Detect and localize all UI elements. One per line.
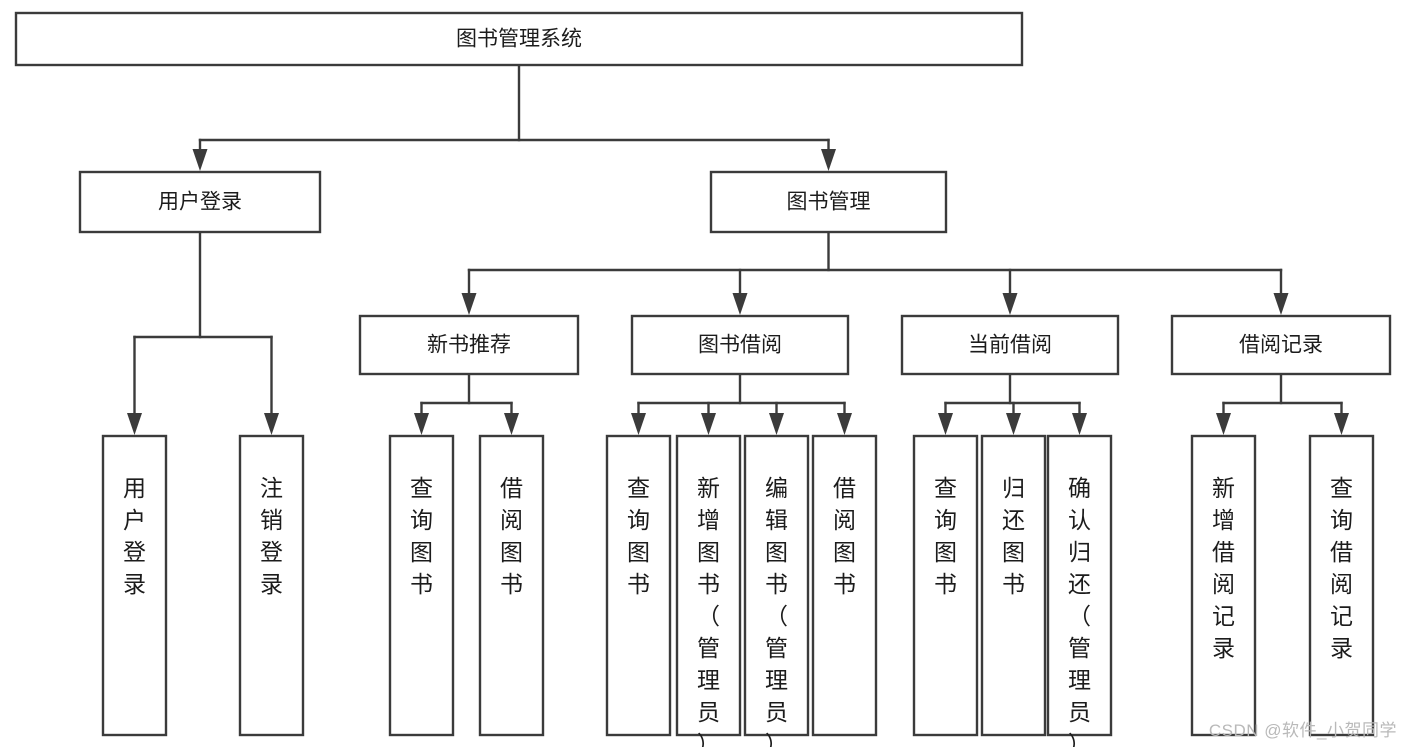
node-label: 归还图书 — [1002, 475, 1025, 597]
csdn-watermark: CSDN @软件_小贺同学 — [1208, 721, 1397, 740]
node-label: 用户登录 — [158, 191, 242, 214]
tree-node[interactable]: 用户登录 — [101, 434, 168, 737]
arrow-head-icon — [504, 413, 519, 435]
node-box[interactable] — [630, 314, 850, 376]
tree-node[interactable]: 图书管理 — [709, 170, 948, 234]
node-box[interactable] — [1190, 434, 1257, 737]
arrow-head-icon — [1273, 293, 1289, 315]
tree-node[interactable]: 归还图书 — [980, 434, 1047, 737]
node-label: 注销登录 — [260, 475, 283, 597]
node-layer: 图书管理系统用户登录用户登录注销登录图书管理新书推荐查询图书借阅图书图书借阅查询… — [14, 11, 1392, 747]
node-box[interactable] — [1046, 434, 1113, 737]
arrow-head-icon — [1216, 413, 1231, 435]
arrow-head-icon — [1002, 293, 1018, 315]
tree-node[interactable]: 查询图书 — [388, 434, 455, 737]
node-label: 新书推荐 — [427, 334, 511, 357]
arrow-head-icon — [938, 413, 953, 435]
tree-node[interactable]: 新增图书（管理员） — [675, 434, 742, 747]
node-label: 查询图书 — [410, 475, 433, 597]
node-label: 图书借阅 — [698, 334, 782, 357]
node-label: 查询图书 — [627, 475, 650, 597]
node-label: 借阅记录 — [1239, 334, 1323, 357]
node-box[interactable] — [980, 434, 1047, 737]
node-box[interactable] — [238, 434, 305, 737]
node-box[interactable] — [358, 314, 580, 376]
node-box[interactable] — [912, 434, 979, 737]
node-box[interactable] — [605, 434, 672, 737]
node-box[interactable] — [101, 434, 168, 737]
arrow-head-icon — [837, 413, 852, 435]
node-label: 编辑图书（管理员） — [765, 475, 788, 747]
connector-layer — [127, 63, 1349, 435]
node-box[interactable] — [709, 170, 948, 234]
arrow-head-icon — [821, 149, 836, 171]
tree-node[interactable]: 新增借阅记录 — [1190, 434, 1257, 737]
node-box[interactable] — [14, 11, 1024, 67]
arrow-head-icon — [732, 293, 748, 315]
node-label: 新增图书（管理员） — [697, 475, 720, 747]
node-box[interactable] — [675, 434, 742, 737]
tree-node[interactable]: 查询图书 — [912, 434, 979, 737]
tree-node[interactable]: 确认归还（管理员） — [1046, 434, 1113, 747]
node-box[interactable] — [811, 434, 878, 737]
tree-node[interactable]: 编辑图书（管理员） — [743, 434, 810, 747]
arrow-head-icon — [414, 413, 429, 435]
arrow-head-icon — [264, 413, 279, 435]
tree-node[interactable]: 借阅图书 — [478, 434, 545, 737]
tree-node[interactable]: 注销登录 — [238, 434, 305, 737]
arrow-head-icon — [461, 293, 477, 315]
arrow-head-icon — [769, 413, 784, 435]
tree-node[interactable]: 新书推荐 — [358, 314, 580, 376]
node-label: 查询借阅记录 — [1330, 475, 1353, 661]
tree-node[interactable]: 查询借阅记录 — [1308, 434, 1375, 737]
arrow-head-icon — [127, 413, 142, 435]
node-box[interactable] — [78, 170, 322, 234]
arrow-head-icon — [631, 413, 646, 435]
node-label: 用户登录 — [123, 475, 146, 597]
tree-node[interactable]: 查询图书 — [605, 434, 672, 737]
arrow-head-icon — [1334, 413, 1349, 435]
tree-node[interactable]: 用户登录 — [78, 170, 322, 234]
node-box[interactable] — [743, 434, 810, 737]
arrow-head-icon — [701, 413, 716, 435]
node-box[interactable] — [1308, 434, 1375, 737]
node-box[interactable] — [478, 434, 545, 737]
node-label: 图书管理系统 — [456, 28, 582, 51]
tree-node[interactable]: 借阅图书 — [811, 434, 878, 737]
tree-node[interactable]: 借阅记录 — [1170, 314, 1392, 376]
node-label: 新增借阅记录 — [1212, 475, 1235, 661]
arrow-head-icon — [1072, 413, 1087, 435]
node-box[interactable] — [1170, 314, 1392, 376]
tree-node[interactable]: 图书管理系统 — [14, 11, 1024, 67]
node-box[interactable] — [900, 314, 1120, 376]
arrow-head-icon — [192, 149, 208, 171]
node-label: 当前借阅 — [968, 334, 1052, 357]
arrow-head-icon — [1006, 413, 1021, 435]
node-label: 借阅图书 — [833, 475, 856, 597]
tree-node[interactable]: 图书借阅 — [630, 314, 850, 376]
node-box[interactable] — [388, 434, 455, 737]
node-label: 确认归还（管理员） — [1068, 475, 1091, 747]
tree-node[interactable]: 当前借阅 — [900, 314, 1120, 376]
node-label: 查询图书 — [934, 475, 957, 597]
node-label: 图书管理 — [787, 191, 871, 214]
node-label: 借阅图书 — [500, 475, 523, 597]
